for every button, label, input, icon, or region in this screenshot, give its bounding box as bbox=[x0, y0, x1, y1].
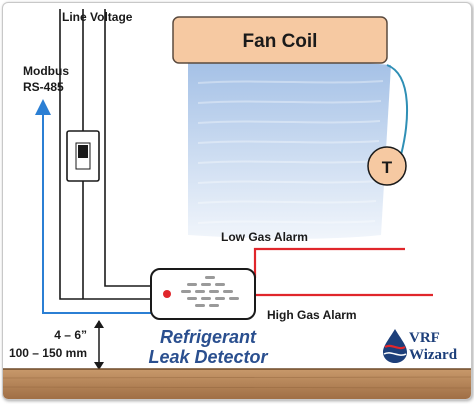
fan-coil-unit: Fan Coil bbox=[172, 16, 388, 64]
airflow bbox=[188, 60, 391, 239]
mounting-height-dimension bbox=[94, 320, 104, 370]
floor bbox=[3, 368, 471, 399]
logo-text-wizard: Wizard bbox=[409, 347, 458, 363]
alarm-wires bbox=[253, 247, 433, 297]
leak-detector-diagram: Fan Coil T Line Voltage Modbus RS-485 Lo… bbox=[3, 9, 471, 399]
wall-switch bbox=[66, 130, 100, 182]
line-voltage-wires bbox=[59, 9, 151, 300]
height-mm-label: 100 – 150 mm bbox=[9, 346, 87, 360]
thermostat: T bbox=[367, 146, 407, 186]
line-voltage-label: Line Voltage bbox=[62, 10, 133, 24]
detector-vents bbox=[181, 276, 239, 307]
leak-detector-device bbox=[150, 268, 256, 320]
vrf-wizard-logo: VRF Wizard bbox=[383, 329, 458, 363]
thermostat-wire bbox=[386, 64, 408, 156]
modbus-label: Modbus bbox=[23, 64, 69, 78]
low-gas-alarm-label: Low Gas Alarm bbox=[221, 230, 308, 244]
thermostat-label: T bbox=[382, 158, 393, 177]
fan-coil-label: Fan Coil bbox=[243, 31, 318, 52]
rs485-label: RS-485 bbox=[23, 80, 64, 94]
detector-led bbox=[163, 290, 171, 298]
detector-title-line2: Leak Detector bbox=[148, 347, 268, 367]
diagram-frame: Fan Coil T Line Voltage Modbus RS-485 Lo… bbox=[2, 2, 472, 400]
modbus-wire bbox=[35, 99, 151, 314]
detector-title-line1: Refrigerant bbox=[160, 327, 257, 347]
height-inches-label: 4 – 6” bbox=[54, 328, 87, 342]
logo-text-vrf: VRF bbox=[409, 330, 440, 346]
high-gas-alarm-label: High Gas Alarm bbox=[267, 308, 357, 322]
